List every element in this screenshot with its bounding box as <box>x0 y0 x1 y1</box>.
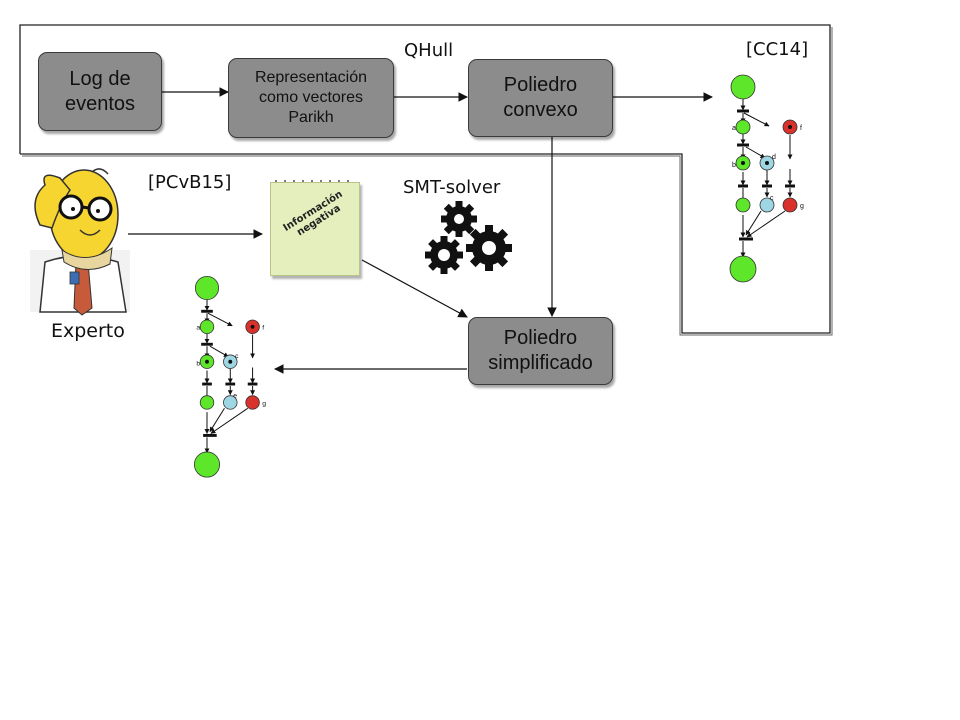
petri-arc <box>209 408 225 432</box>
petri-net-simplified: a b e c f g <box>193 275 266 478</box>
smt-solver-label: SMT-solver <box>403 177 501 198</box>
pcvb15-label: [PCvB15] <box>148 172 232 193</box>
petri-transition <box>739 237 753 241</box>
simplificado-box-line-2: simplificado <box>488 352 593 374</box>
convexo-box-line-2: convexo <box>503 99 578 121</box>
petri-token <box>205 359 209 364</box>
petri-place <box>735 119 751 135</box>
petri-arc <box>743 112 770 127</box>
petri-label: f <box>800 125 802 132</box>
petri-token <box>250 324 255 329</box>
petri-transition <box>738 184 748 188</box>
experto-label: Experto <box>51 320 125 342</box>
petri-transition <box>737 143 749 147</box>
petri-arc <box>210 407 249 434</box>
petri-label: c <box>235 353 239 360</box>
petri-token <box>788 125 792 129</box>
petri-arc <box>746 210 786 238</box>
petri-arc <box>207 312 233 327</box>
petri-label: b <box>732 162 736 169</box>
parikh-box-line-1: Representación <box>254 69 368 86</box>
petri-transition <box>785 184 795 188</box>
arrow-note-to-simplificado <box>361 259 468 318</box>
petri-token <box>228 359 233 364</box>
simplificado-box-line-1: Poliedro <box>503 327 578 349</box>
petri-place <box>194 275 220 301</box>
petri-place <box>223 395 238 410</box>
petri-transition <box>737 109 749 113</box>
log-box-line-2: eventos <box>64 92 136 115</box>
petri-label: g <box>800 203 804 210</box>
parikh-box-line-2: como vectores <box>258 89 364 106</box>
petri-label: g <box>262 400 266 407</box>
petri-arc <box>745 210 762 236</box>
qhull-label: QHull <box>404 40 454 61</box>
petri-transition <box>225 382 236 386</box>
petri-label: e <box>233 393 237 400</box>
process-frame <box>19 24 831 334</box>
process-frame-shadow <box>22 27 833 336</box>
petri-transition <box>762 184 772 188</box>
log-box-line-1: Log de <box>69 67 131 90</box>
petri-label: b <box>196 361 200 368</box>
petri-token <box>741 161 745 165</box>
petri-place <box>730 74 756 100</box>
poliedro-simplificado-box: Poliedro simplificado <box>468 317 613 385</box>
petri-transition <box>201 309 213 313</box>
petri-place <box>729 255 757 283</box>
petri-label: a <box>196 325 200 332</box>
petri-label: a <box>732 125 736 132</box>
petri-transition <box>203 433 217 437</box>
petri-arc <box>745 146 766 159</box>
parikh-box-line-3: Parikh <box>288 109 334 126</box>
expert-character-icon <box>30 168 130 316</box>
petri-arc <box>209 345 229 358</box>
petri-transition <box>247 382 258 386</box>
petri-label: f <box>262 325 264 332</box>
petri-place <box>782 197 798 213</box>
petri-place <box>245 395 260 410</box>
petri-place <box>735 197 751 213</box>
petri-place <box>199 395 215 410</box>
petri-place <box>193 451 221 478</box>
log-eventos-box: Log de eventos <box>38 52 162 131</box>
petri-place <box>199 319 215 334</box>
gears-icon <box>425 201 512 274</box>
petri-place <box>759 197 775 213</box>
poliedro-convexo-box: Poliedro convexo <box>468 59 613 137</box>
petri-token <box>765 161 769 165</box>
negative-info-note <box>270 182 360 276</box>
petri-label: d <box>772 154 776 161</box>
petri-transition <box>202 382 212 386</box>
petri-label: c <box>770 195 774 202</box>
convexo-box-line-1: Poliedro <box>503 74 578 96</box>
petri-transition <box>201 342 213 346</box>
cc14-label: [CC14] <box>746 39 809 60</box>
petri-net-cc14: a b c d f g <box>729 74 804 283</box>
parikh-vectors-box: Representación como vectores Parikh <box>228 58 394 138</box>
